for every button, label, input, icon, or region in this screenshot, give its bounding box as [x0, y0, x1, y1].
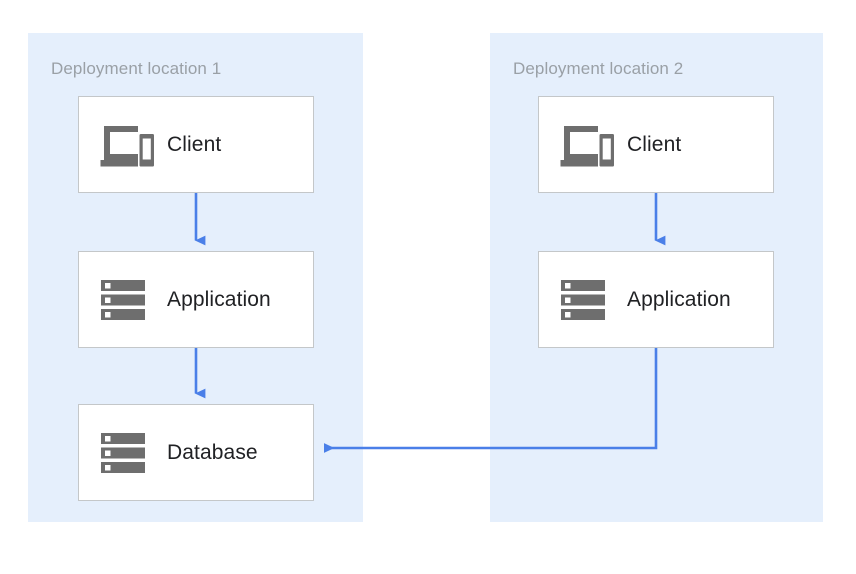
node-database-1-label: Database	[167, 440, 258, 464]
node-application-1-label: Application	[167, 287, 271, 311]
server-icon	[561, 279, 605, 320]
node-application-2[interactable]: Application	[538, 251, 774, 348]
devices-icon	[100, 125, 154, 166]
node-database-1[interactable]: Database	[78, 404, 314, 501]
node-client-2[interactable]: Client	[538, 96, 774, 193]
node-client-1-label: Client	[167, 132, 222, 156]
node-application-1[interactable]: Application	[78, 251, 314, 348]
deployment-zone-1-label: Deployment location 1	[51, 59, 222, 78]
node-client-1[interactable]: Client	[78, 96, 314, 193]
node-application-2-label: Application	[627, 287, 731, 311]
server-icon	[101, 432, 145, 473]
deployment-zone-2-label: Deployment location 2	[513, 59, 684, 78]
node-client-2-label: Client	[627, 132, 682, 156]
server-icon	[101, 279, 145, 320]
devices-icon	[560, 125, 614, 166]
